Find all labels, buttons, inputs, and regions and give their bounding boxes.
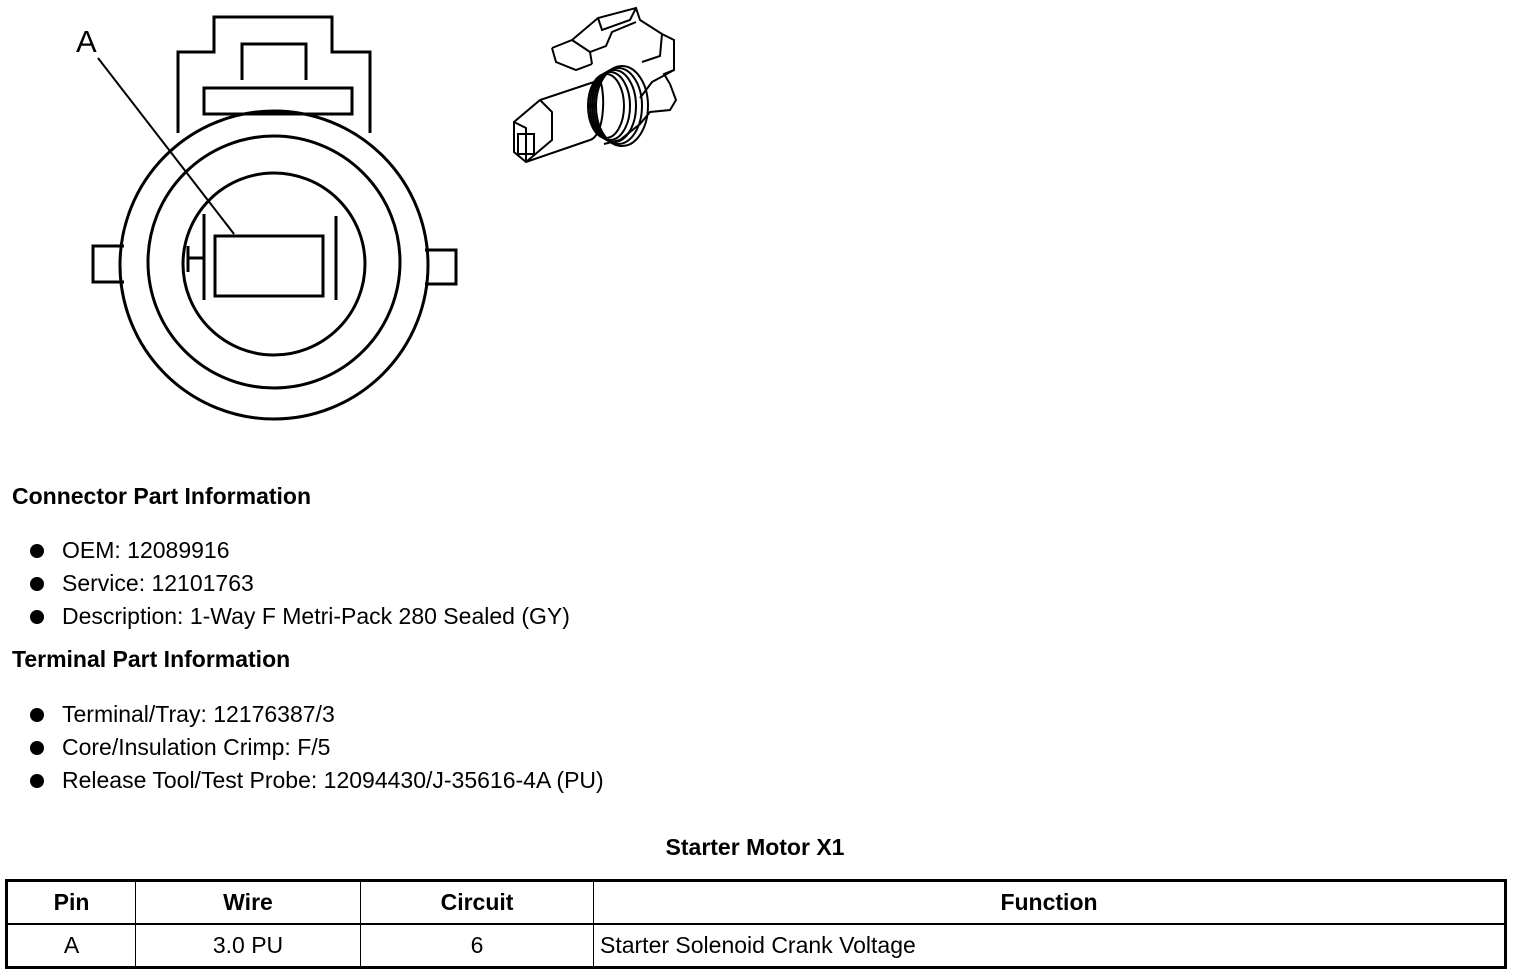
connector-seal-ring <box>146 134 402 390</box>
connector-left-lug <box>91 244 124 284</box>
connector-part-info-list: OEM: 12089916 Service: 12101763 Descript… <box>28 534 570 633</box>
cell-wire: 3.0 PU <box>135 923 361 968</box>
cell-function: Starter Solenoid Crank Voltage <box>593 923 1506 968</box>
cell-pin: A <box>6 923 136 968</box>
service-part-number: Service: 12101763 <box>62 570 254 596</box>
pinout-table-title: Starter Motor X1 <box>665 834 845 860</box>
pinout-table: Pin Wire Circuit Function A 3.0 PU 6 Sta… <box>5 879 1507 969</box>
cavity-key-left <box>186 214 206 300</box>
table-header-row: Pin Wire Circuit Function <box>6 880 1506 925</box>
list-item: Service: 12101763 <box>28 567 570 600</box>
list-item: Core/Insulation Crimp: F/5 <box>28 731 604 764</box>
connector-outer-ring <box>118 109 430 421</box>
terminal-part-info-heading: Terminal Part Information <box>12 646 291 672</box>
terminal-part-info-list: Terminal/Tray: 12176387/3 Core/Insulatio… <box>28 698 604 797</box>
bullet-icon <box>30 708 44 722</box>
column-header-function: Function <box>593 880 1506 925</box>
pin-a-label: A <box>76 24 97 59</box>
column-header-wire: Wire <box>135 880 361 925</box>
connector-isometric-view <box>513 6 678 164</box>
connector-latch-slot <box>240 42 308 80</box>
bullet-icon <box>30 544 44 558</box>
pin-a-leader-line <box>97 57 235 235</box>
connector-face-view <box>91 15 458 421</box>
table-row: A 3.0 PU 6 Starter Solenoid Crank Voltag… <box>6 923 1506 968</box>
connector-latch-bar <box>202 86 354 116</box>
bullet-icon <box>30 610 44 624</box>
connector-inner-ring <box>181 171 367 357</box>
connector-description: Description: 1-Way F Metri-Pack 280 Seal… <box>62 603 570 629</box>
connector-diagram: A <box>76 6 678 421</box>
column-header-circuit: Circuit <box>360 880 594 925</box>
cell-circuit: 6 <box>360 923 594 968</box>
list-item: Release Tool/Test Probe: 12094430/J-3561… <box>28 764 604 797</box>
bullet-icon <box>30 774 44 788</box>
oem-part-number: OEM: 12089916 <box>62 537 230 563</box>
bullet-icon <box>30 741 44 755</box>
connector-latch-housing <box>176 15 372 133</box>
terminal-tray: Terminal/Tray: 12176387/3 <box>62 701 335 727</box>
column-header-pin: Pin <box>6 880 136 925</box>
bullet-icon <box>30 577 44 591</box>
list-item: Description: 1-Way F Metri-Pack 280 Seal… <box>28 600 570 633</box>
terminal-cavity-a <box>213 234 325 298</box>
release-tool-test-probe: Release Tool/Test Probe: 12094430/J-3561… <box>62 767 604 793</box>
list-item: OEM: 12089916 <box>28 534 570 567</box>
core-insulation-crimp: Core/Insulation Crimp: F/5 <box>62 734 331 760</box>
connector-right-lug <box>425 248 458 286</box>
connector-part-info-heading: Connector Part Information <box>12 483 312 509</box>
list-item: Terminal/Tray: 12176387/3 <box>28 698 604 731</box>
